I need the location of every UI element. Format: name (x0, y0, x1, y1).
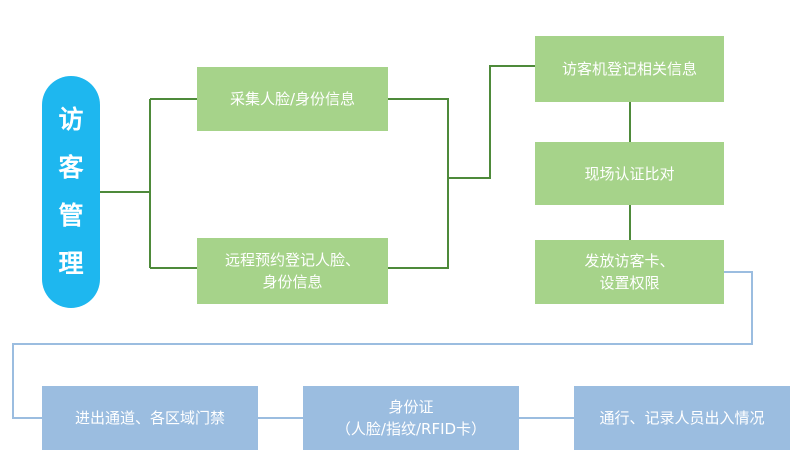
node-collect-face-id: 采集人脸/身份信息 (197, 67, 388, 131)
node-collect-face-id-label: 采集人脸/身份信息 (229, 90, 356, 108)
title-char-3: 管 (58, 201, 84, 230)
node-records: 通行、记录人员出入情况 (574, 386, 790, 450)
node-issue-card-line-1: 发放访客卡、 (584, 252, 675, 270)
node-visitor-machine: 访客机登记相关信息 (535, 36, 724, 102)
node-id-card-methods: 身份证 （人脸/指纹/RFID卡） (303, 386, 519, 450)
node-records-label: 通行、记录人员出入情况 (599, 409, 765, 427)
connector-branches-merge (388, 65, 535, 269)
visitor-management-title: 访 客 管 理 (42, 76, 100, 308)
node-access-areas-label: 进出通道、各区域门禁 (74, 409, 225, 427)
title-char-4: 理 (58, 249, 84, 278)
node-issue-card-line-2: 设置权限 (599, 274, 660, 292)
node-onsite-verify-label: 现场认证比对 (584, 164, 675, 183)
node-issue-card: 发放访客卡、 设置权限 (535, 240, 724, 304)
node-visitor-machine-label: 访客机登记相关信息 (561, 60, 697, 78)
node-remote-booking-line-1: 远程预约登记人脸、 (224, 251, 360, 269)
node-onsite-verify: 现场认证比对 (535, 142, 724, 205)
title-char-2: 客 (58, 153, 84, 182)
node-id-card-methods-line-2: （人脸/指纹/RFID卡） (335, 420, 487, 438)
node-id-card-methods-line-1: 身份证 (388, 398, 434, 416)
node-access-areas: 进出通道、各区域门禁 (42, 386, 258, 450)
connector-card-to-access (12, 271, 753, 419)
node-remote-booking-line-2: 身份信息 (262, 273, 323, 291)
node-remote-booking: 远程预约登记人脸、 身份信息 (197, 238, 388, 304)
connector-pill-to-branches (100, 98, 197, 269)
title-char-1: 访 (58, 105, 84, 134)
